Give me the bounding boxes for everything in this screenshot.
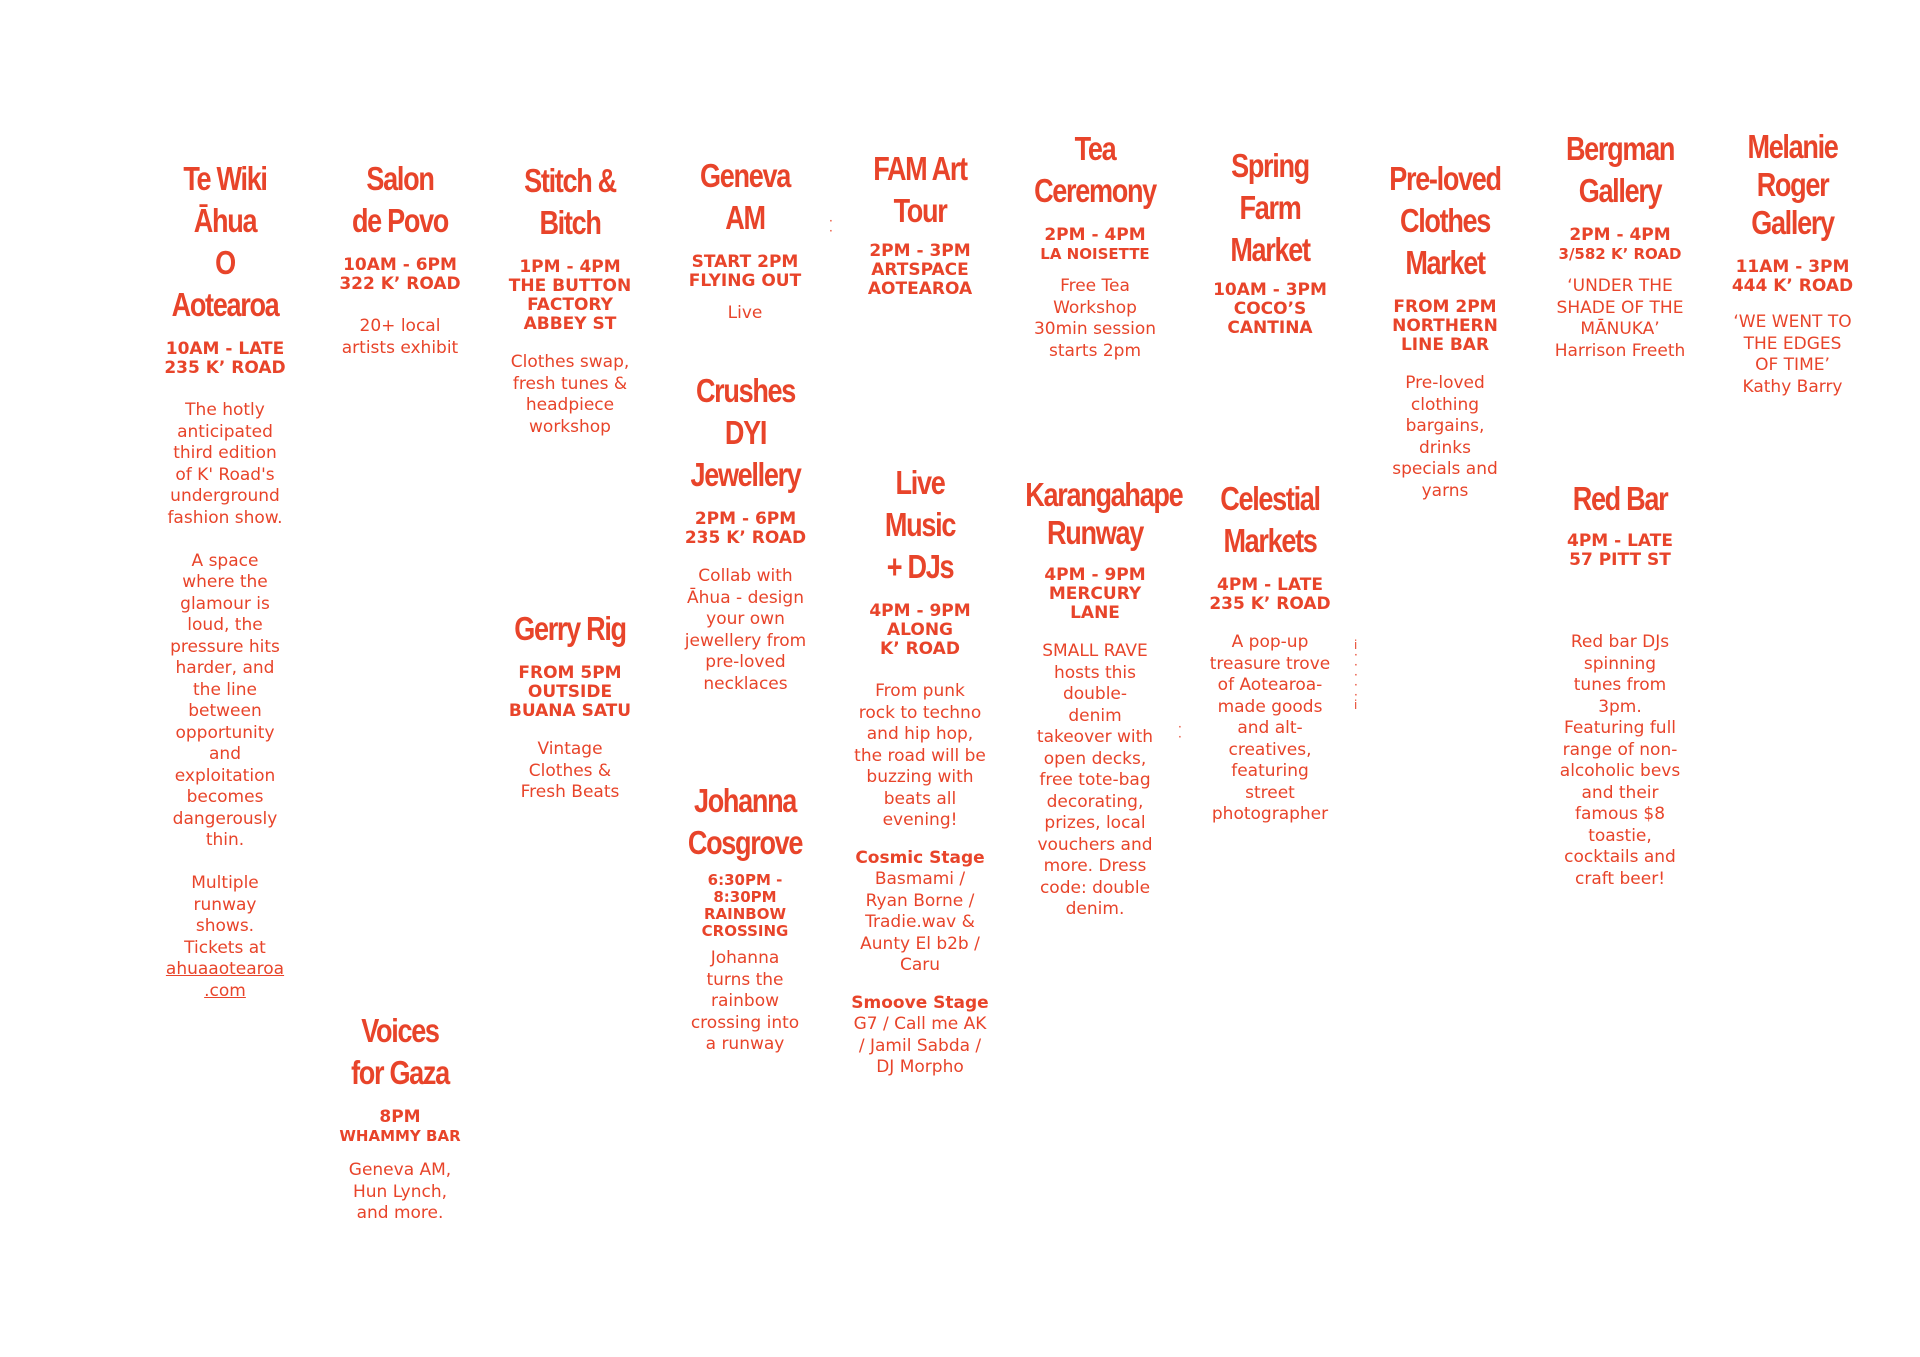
event-description: Clothes swap, fresh tunes & headpiece wo… <box>510 352 630 437</box>
event-spring-farm-market: Spring Farm Market 10AM - 3PM COCO’S CAN… <box>1190 145 1350 338</box>
event-time-location: 1PM - 4PM THE BUTTON FACTORY ABBEY ST <box>508 257 632 334</box>
event-description: SMALL RAVE hosts this double- denim take… <box>1036 641 1154 919</box>
event-title: FAM Art Tour <box>873 150 968 229</box>
event-title: Karangahape Runway <box>1025 476 1183 551</box>
event-description: Geneva AM, Hun Lynch, and more. <box>348 1160 452 1223</box>
event-description: Live <box>727 303 763 323</box>
event-gerry-rig: Gerry Rig FROM 5PM OUTSIDE BUANA SATU Vi… <box>495 608 645 804</box>
event-title: Melanie Roger Gallery <box>1747 128 1838 241</box>
event-time-location: START 2PM FLYING OUT <box>688 252 802 291</box>
event-title: Live Music + DJs <box>884 464 956 585</box>
event-time-location: 4PM - 9PM ALONG K’ ROAD <box>869 601 971 659</box>
event-time-location: 4PM - 9PM MERCURY LANE <box>1044 565 1146 623</box>
event-title: Salon de Povo <box>351 160 449 239</box>
event-description: From punk rock to techno and hip hop, th… <box>854 681 986 830</box>
event-title: Bergman Gallery <box>1565 130 1675 209</box>
smoove-stage-lineup: G7 / Call me AK / Jamil Sabda / DJ Morph… <box>853 1014 987 1077</box>
cosmic-stage-lineup: Basmami / Ryan Borne / Tradie.wav & Aunt… <box>860 869 980 975</box>
event-description: ‘WE WENT TO THE EDGES OF TIME’ Kathy Bar… <box>1733 312 1852 397</box>
event-description: The hotly anticipated third edition of K… <box>165 400 285 1001</box>
event-title: Voices for Gaza <box>351 1012 450 1091</box>
event-melanie-roger-gallery: Melanie Roger Gallery 11AM - 3PM 444 K’ … <box>1705 128 1880 398</box>
event-time-location: 6:30PM - 8:30PM RAINBOW CROSSING <box>701 871 789 940</box>
event-title: Celestial Markets <box>1220 480 1321 559</box>
event-title: Gerry Rig <box>514 610 627 647</box>
decorative-dots: i · · · · · i <box>1354 638 1358 712</box>
event-time-location: 10AM - LATE 235 K’ ROAD <box>164 339 286 378</box>
event-salon-de-povo: Salon de Povo 10AM - 6PM 322 K’ ROAD 20+… <box>325 158 475 359</box>
event-title: Geneva AM <box>700 157 791 236</box>
event-johanna-cosgrove: Johanna Cosgrove 6:30PM - 8:30PM RAINBOW… <box>670 780 820 1056</box>
event-description: A pop-up treasure trove of Aotearoa- mad… <box>1209 632 1331 824</box>
event-title: Crushes DYI Jewellery <box>690 372 801 493</box>
event-time-location: 4PM - LATE 57 PITT ST <box>1567 531 1673 570</box>
event-fam-art-tour: FAM Art Tour 2PM - 3PM ARTSPACE AOTEAROA <box>840 148 1000 299</box>
event-time-location: 10AM - 3PM COCO’S CANTINA <box>1213 280 1327 338</box>
event-celestial-markets: Celestial Markets 4PM - LATE 235 K’ ROAD… <box>1195 478 1345 826</box>
event-title: Tea Ceremony <box>1034 130 1157 209</box>
event-description: Collab with Āhua - design your own jewel… <box>684 566 807 694</box>
event-time-location: 4PM - LATE 235 K’ ROAD <box>1209 575 1331 614</box>
event-geneva-am: Geneva AM START 2PM FLYING OUT Live <box>670 155 820 325</box>
event-time-location: FROM 2PM NORTHERN LINE BAR <box>1392 297 1498 355</box>
event-title: Johanna Cosgrove <box>687 782 804 861</box>
event-description: ‘UNDER THE SHADE OF THE MĀNUKA’ Harrison… <box>1554 276 1686 361</box>
event-title: Red Bar <box>1572 480 1669 517</box>
event-time-location: 2PM - 6PM 235 K’ ROAD <box>684 509 807 548</box>
smoove-stage-label: Smoove Stage <box>851 992 989 1013</box>
event-description: Red bar DJs spinning tunes from 3pm. Fea… <box>1559 632 1681 889</box>
event-description: Free Tea Workshop 30min session starts 2… <box>1033 276 1157 361</box>
event-time-location: 2PM - 3PM ARTSPACE AOTEAROA <box>867 241 973 299</box>
event-description: 20+ local artists exhibit <box>341 316 459 358</box>
event-red-bar: Red Bar 4PM - LATE 57 PITT ST Red bar DJ… <box>1540 478 1700 890</box>
event-stitch-and-bitch: Stitch & Bitch 1PM - 4PM THE BUTTON FACT… <box>490 160 650 438</box>
event-time-location: 10AM - 6PM 322 K’ ROAD <box>339 255 461 294</box>
event-description: Vintage Clothes & Fresh Beats <box>520 739 620 802</box>
cosmic-stage-label: Cosmic Stage <box>855 847 985 868</box>
event-karangahape-runway: Karangahape Runway 4PM - 9PM MERCURY LAN… <box>1010 476 1183 921</box>
event-description: Pre-loved clothing bargains, drinks spec… <box>1392 373 1498 501</box>
event-title: Spring Farm Market <box>1230 147 1311 268</box>
event-title: Pre-loved Clothes Market <box>1389 160 1502 281</box>
event-crushes-dyi-jewellery: Crushes DYI Jewellery 2PM - 6PM 235 K’ R… <box>668 370 823 695</box>
event-live-music-djs: Live Music + DJs 4PM - 9PM ALONG K’ ROAD… <box>845 462 995 1079</box>
decorative-dots: · · <box>829 214 833 238</box>
event-title: Te Wiki Āhua O Aotearoa <box>171 160 280 323</box>
event-title: Stitch & Bitch <box>524 162 617 241</box>
event-te-wiki-ahua: Te Wiki Āhua O Aotearoa 10AM - LATE 235 … <box>150 158 300 1002</box>
decorative-dots: · · <box>1178 720 1182 744</box>
event-time-location: 11AM - 3PM 444 K’ ROAD <box>1731 257 1854 296</box>
event-preloved-clothes-market: Pre-loved Clothes Market FROM 2PM NORTHE… <box>1365 158 1525 502</box>
event-time-location: FROM 5PM OUTSIDE BUANA SATU <box>508 663 632 721</box>
tickets-link[interactable]: ahuaaotearoa .com <box>165 959 285 1001</box>
event-description: Johanna turns the rainbow crossing into … <box>690 948 800 1054</box>
